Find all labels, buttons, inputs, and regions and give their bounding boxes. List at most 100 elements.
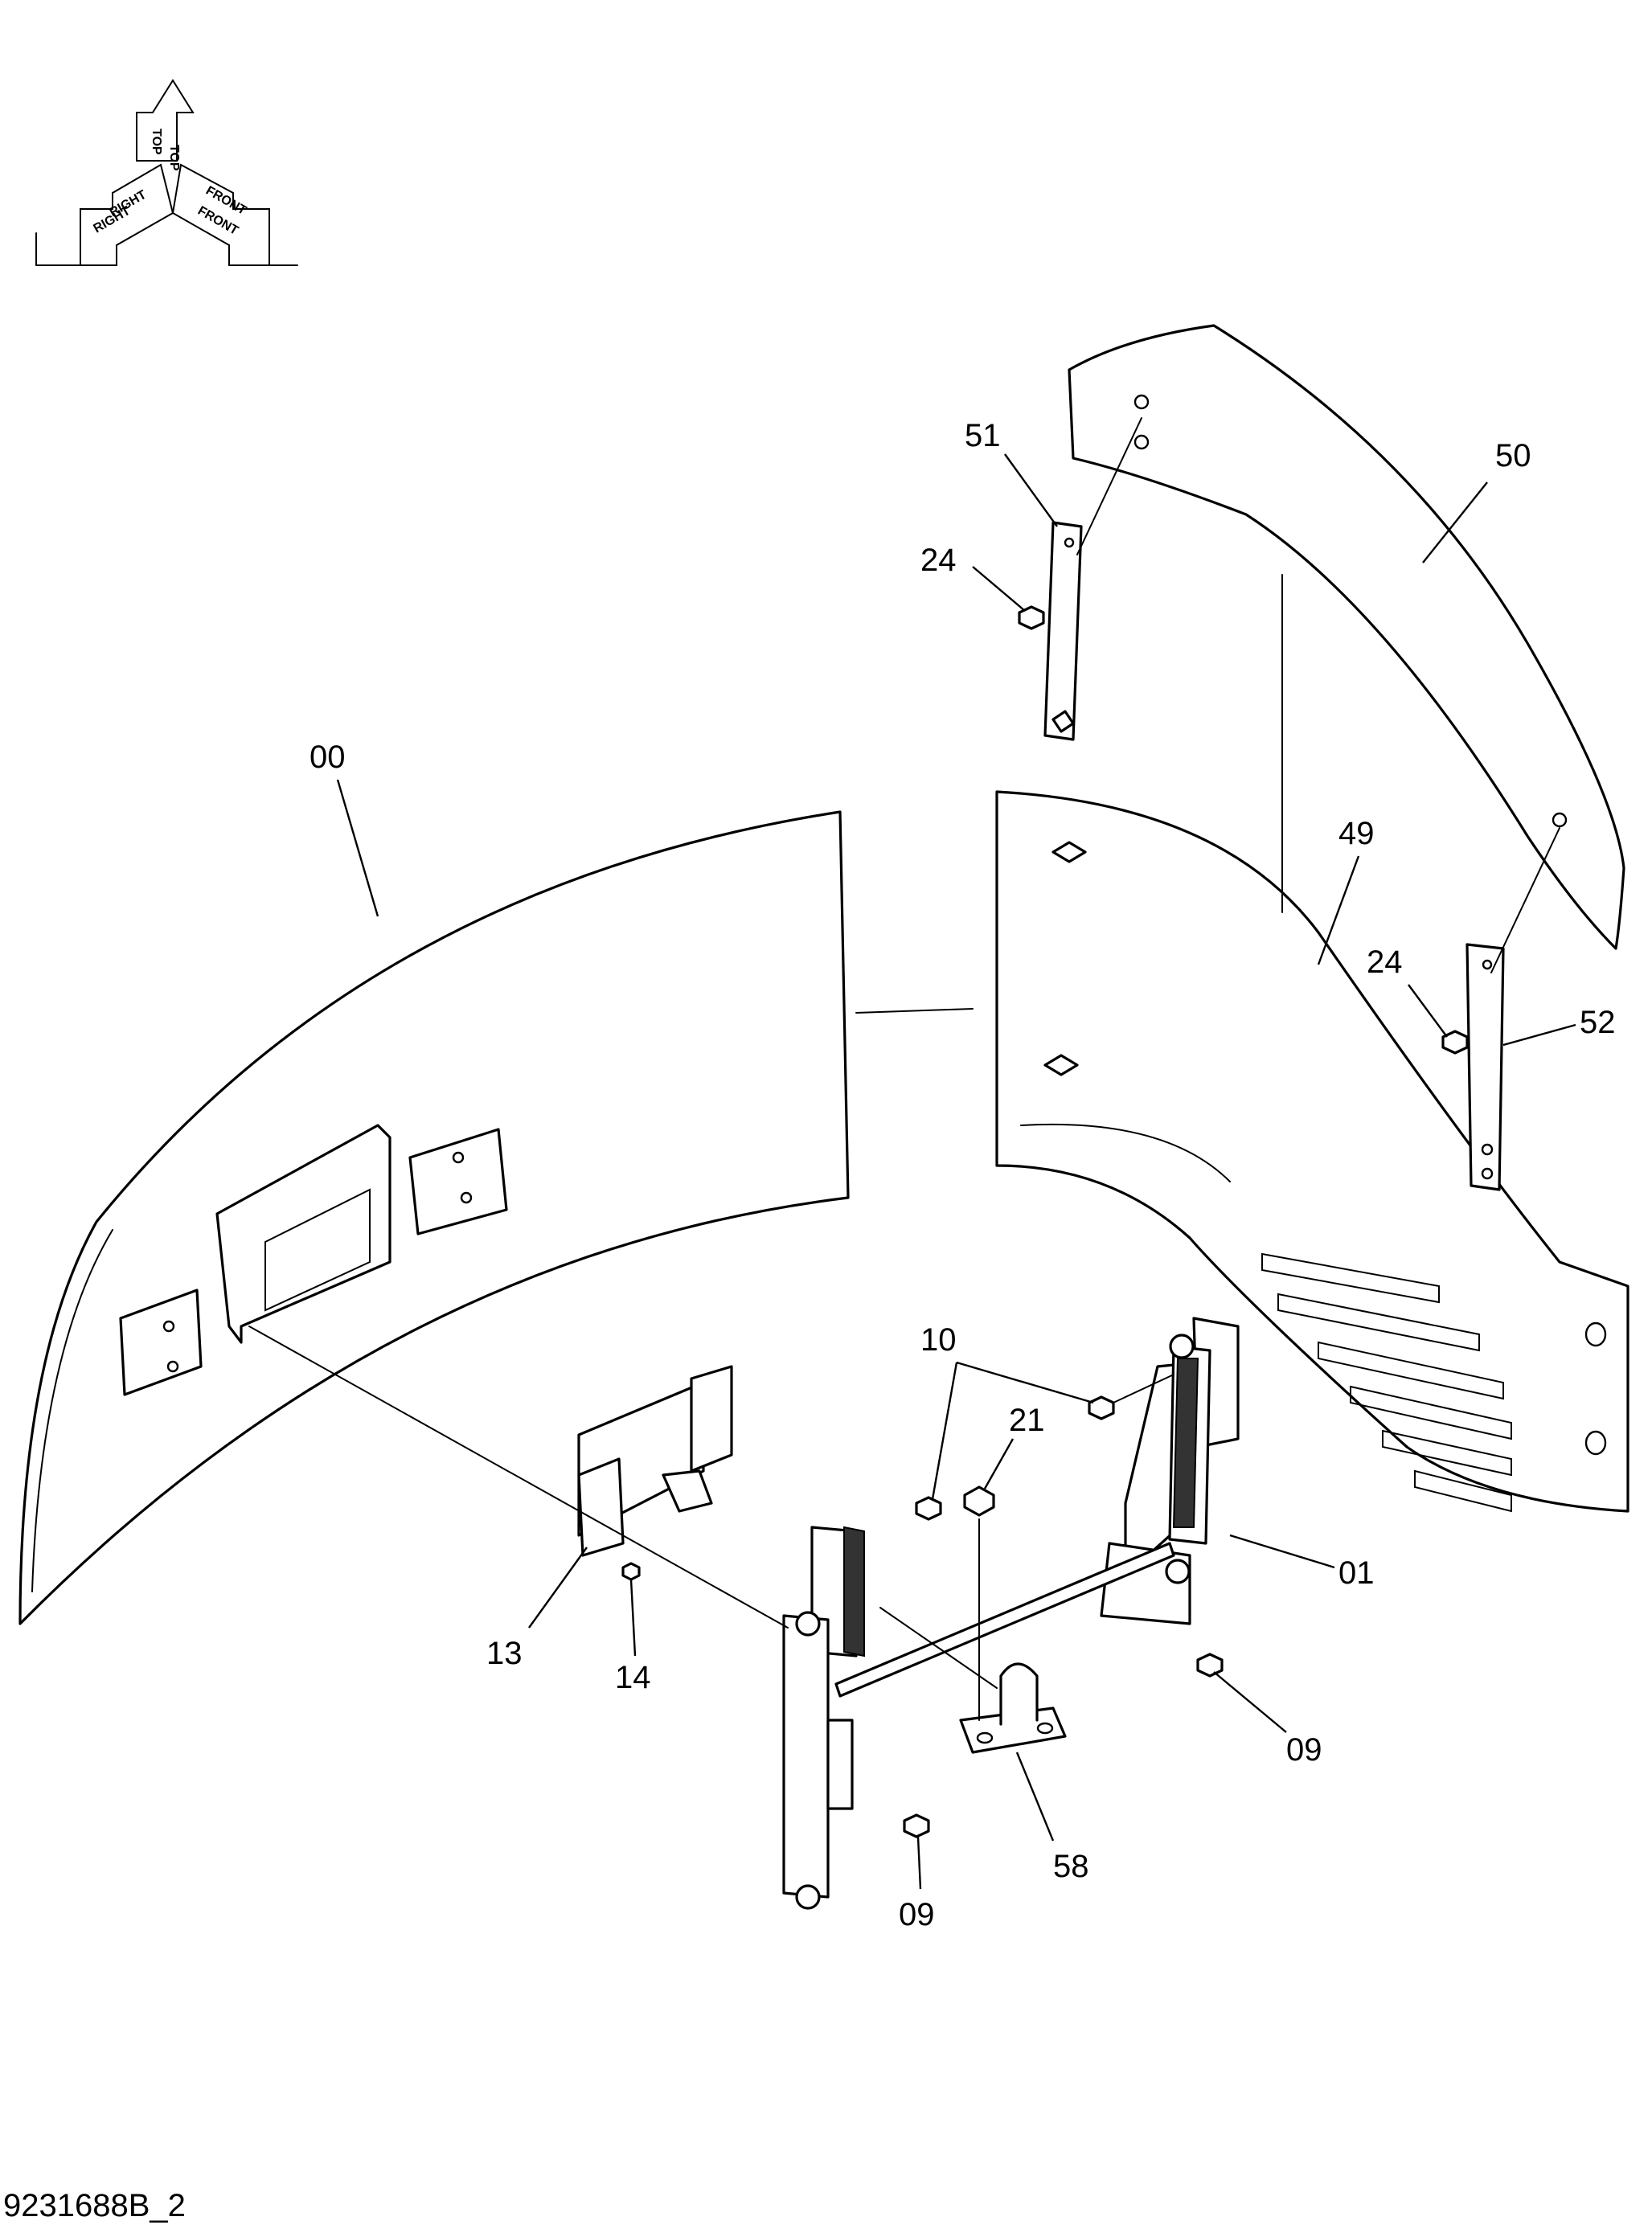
cover-panel-00	[18, 810, 850, 1625]
cover-window-opening	[264, 1188, 371, 1312]
assembly-line	[1113, 1374, 1174, 1403]
hinge-spring	[1172, 1358, 1199, 1528]
cover-bracket-upper	[408, 1128, 508, 1235]
assembly-line	[879, 1607, 998, 1689]
strap-52-shape	[1465, 943, 1505, 1191]
callout-21: 21	[1009, 1403, 1045, 1438]
bolt-10-lower	[915, 1496, 942, 1521]
bolt-09-right	[1196, 1653, 1224, 1678]
hex-bolt-icon	[1441, 1030, 1469, 1055]
upper-trim-shape	[1068, 324, 1625, 950]
callout-01: 01	[1338, 1555, 1375, 1591]
cover-window-frame	[215, 1124, 391, 1344]
leader-58	[1015, 1752, 1055, 1842]
assembly-lines	[248, 417, 1560, 1721]
latch-bracket-side	[690, 1365, 733, 1473]
leader-09b	[916, 1836, 922, 1890]
side-panel-49	[995, 790, 1629, 1513]
side-panel-hole	[1043, 1054, 1079, 1076]
orientation-top-label: TOP	[167, 145, 181, 171]
callout-50: 50	[1495, 438, 1531, 473]
bracket-hole	[166, 1360, 179, 1373]
leader-24b	[1408, 984, 1448, 1038]
assembly-line	[1076, 417, 1142, 555]
striker-loop	[999, 1662, 1039, 1726]
leader-50	[1422, 481, 1488, 563]
bolt-24-upper	[1018, 605, 1045, 630]
bolt-24-lower	[1441, 1030, 1469, 1055]
latch-hook	[662, 1469, 713, 1513]
side-panel-mount-hole	[1584, 1321, 1607, 1347]
leader-14	[629, 1579, 637, 1657]
hinge-pivot	[795, 1884, 821, 1910]
callout-09b: 09	[899, 1897, 935, 1932]
callout-52: 52	[1580, 1005, 1616, 1040]
callout-24b: 24	[1367, 944, 1403, 980]
callout-49: 49	[1338, 816, 1375, 851]
side-panel-mount-hole	[1584, 1430, 1607, 1456]
striker-hole	[976, 1731, 994, 1744]
screw-14	[621, 1562, 641, 1581]
callout-24a: 24	[920, 543, 957, 578]
bracket-hole	[452, 1151, 465, 1164]
leader-51	[1004, 453, 1058, 527]
striker-58	[959, 1662, 1067, 1754]
callout-10: 10	[920, 1322, 957, 1358]
leader-13	[528, 1547, 588, 1629]
leader-21	[983, 1438, 1015, 1489]
strap-51	[1043, 521, 1083, 741]
hex-bolt-icon	[1018, 605, 1045, 630]
leader-49	[1317, 855, 1360, 965]
upper-trim-50	[1068, 324, 1625, 950]
callout-13: 13	[486, 1636, 523, 1671]
hinge-pivot	[1169, 1334, 1195, 1359]
vent-slots	[1261, 1252, 1512, 1513]
latch-bracket-13	[577, 1365, 733, 1557]
trim-hole	[1133, 434, 1150, 450]
orientation-top-inner-label: TOP	[150, 129, 163, 155]
side-panel-crease	[1020, 1123, 1231, 1182]
leader-09a	[1213, 1671, 1287, 1733]
striker-hole	[1036, 1722, 1054, 1735]
callout-14: 14	[615, 1660, 651, 1695]
hinge-pivot	[795, 1611, 821, 1637]
assembly-line	[248, 1326, 789, 1629]
hinge-left-spring	[843, 1526, 865, 1657]
leader-24a	[972, 566, 1026, 612]
drawing-number: 9231688B_2	[3, 2188, 186, 2223]
callout-00: 00	[309, 740, 346, 775]
bracket-hole	[460, 1191, 473, 1204]
callout-09a: 09	[1286, 1732, 1322, 1768]
callout-labels: 00 51 24 50 49 24 52 01 09 09 10 21 13 1…	[309, 418, 1616, 1932]
strap-hole	[1481, 1167, 1494, 1180]
leader-10	[931, 1361, 1094, 1500]
leader-lines	[336, 453, 1576, 1890]
side-panel-hole	[1051, 841, 1087, 863]
hinge-pivot	[1165, 1559, 1191, 1584]
bolt-10-upper	[1088, 1395, 1115, 1420]
bolt-21	[963, 1485, 995, 1517]
callout-51: 51	[965, 418, 1001, 453]
leader-52	[1502, 1023, 1576, 1047]
cover-bracket-lower	[119, 1289, 203, 1396]
callout-58: 58	[1053, 1849, 1089, 1884]
cover-panel-edge-line	[31, 1229, 113, 1592]
hinge-cross-rod	[834, 1542, 1175, 1698]
side-panel-shape	[995, 790, 1629, 1513]
trim-hole	[1133, 394, 1150, 410]
leader-01	[1229, 1534, 1335, 1569]
top-arrow-shape	[136, 79, 195, 162]
strap-52	[1465, 943, 1505, 1191]
hinge-lower-bracket	[826, 1719, 854, 1810]
bracket-hole	[162, 1320, 175, 1333]
strap-hole	[1481, 1143, 1494, 1156]
trim-hole	[1552, 812, 1568, 828]
strap-51-shape	[1043, 521, 1083, 741]
assembly-line	[1490, 827, 1560, 973]
strap-hole	[1482, 959, 1493, 970]
hinge-lower-arm	[782, 1614, 830, 1899]
leader-00	[336, 779, 379, 917]
strap-hole	[1064, 537, 1075, 548]
latch-bracket-tab	[577, 1457, 625, 1557]
